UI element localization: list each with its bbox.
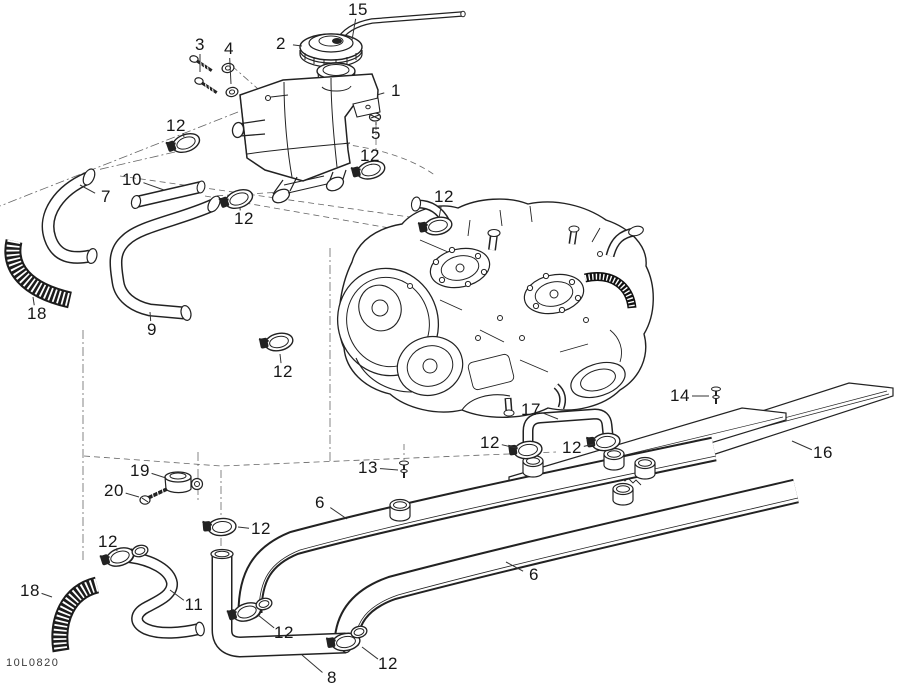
callout-12: 12 bbox=[273, 362, 293, 381]
screw-20 bbox=[139, 487, 168, 505]
callout-18: 18 bbox=[20, 581, 40, 600]
callout-8: 8 bbox=[327, 668, 337, 683]
hose-11 bbox=[122, 548, 205, 639]
callout-6: 6 bbox=[529, 565, 539, 584]
callout-16: 16 bbox=[813, 443, 833, 462]
callout-19: 19 bbox=[130, 461, 150, 480]
hose-9 bbox=[109, 195, 221, 321]
callout-10: 10 bbox=[122, 170, 142, 189]
nut bbox=[368, 112, 382, 122]
callout-6: 6 bbox=[315, 493, 325, 512]
callout-12: 12 bbox=[251, 519, 271, 538]
fitting-19 bbox=[164, 471, 204, 494]
callout-7: 7 bbox=[101, 187, 111, 206]
hose-6-lower bbox=[333, 478, 799, 647]
callout-12: 12 bbox=[562, 438, 582, 457]
ribbed-hose-upper bbox=[4, 239, 73, 309]
drawing-code: 10L0820 bbox=[6, 657, 60, 669]
callout-9: 9 bbox=[147, 320, 157, 339]
hose-10 bbox=[130, 180, 206, 210]
callout-18: 18 bbox=[27, 304, 47, 323]
callout-2: 2 bbox=[276, 34, 286, 53]
callout-12: 12 bbox=[434, 187, 454, 206]
callout-11: 11 bbox=[184, 595, 204, 614]
callout-12: 12 bbox=[360, 146, 380, 165]
callout-1: 1 bbox=[391, 81, 401, 100]
callout-15: 15 bbox=[348, 0, 368, 19]
hose-7 bbox=[41, 168, 98, 265]
callout-3: 3 bbox=[195, 35, 205, 54]
callout-13: 13 bbox=[358, 458, 378, 477]
callout-5: 5 bbox=[371, 124, 381, 143]
callout-12: 12 bbox=[234, 209, 254, 228]
callout-12: 12 bbox=[480, 433, 500, 452]
callout-12: 12 bbox=[98, 532, 118, 551]
callout-17: 17 bbox=[521, 400, 541, 419]
callout-12: 12 bbox=[378, 654, 398, 673]
callout-20: 20 bbox=[104, 481, 124, 500]
callout-12: 12 bbox=[166, 116, 186, 135]
callout-12: 12 bbox=[274, 623, 294, 642]
engine-illustration bbox=[336, 196, 654, 418]
callout-14: 14 bbox=[670, 386, 690, 405]
ribbed-hose-lower bbox=[51, 576, 100, 653]
coolant-tank bbox=[231, 62, 381, 204]
callout-4: 4 bbox=[224, 39, 234, 58]
